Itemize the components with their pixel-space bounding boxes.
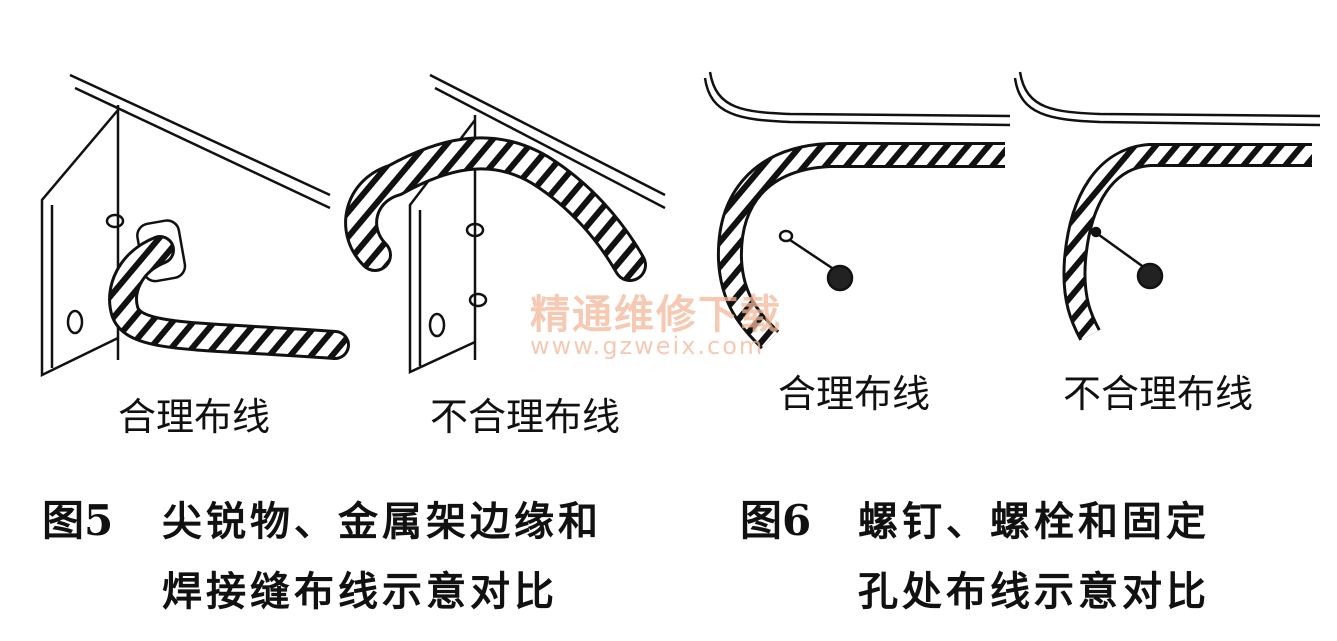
fig6-right-label: 不合理布线 [1063,372,1254,416]
fig5-caption-line1: 尖锐物、金属架边缘和 [162,499,602,545]
fig6-left-label: 合理布线 [778,372,931,416]
watermark-url: www.gzweix.com [530,332,765,360]
fig6-left-screw [778,229,854,292]
fig5-caption-line2: 焊接缝布线示意对比 [162,569,558,615]
fig6-caption-line2: 孔处布线示意对比 [858,569,1210,615]
fig5-left-bracket [40,73,331,377]
fig5-right-label: 不合理布线 [430,395,621,439]
fig6-right-screw [1090,226,1164,290]
fig6-caption-line1: 螺钉、螺栓和固定 [858,499,1210,545]
fig6-number: 图6 [740,496,812,545]
watermark-text: 精通维修下载 [530,292,782,338]
fig5-left-label: 合理布线 [118,395,271,439]
fig5-number: 图5 [42,496,114,545]
fig6-left-panel [703,71,1011,127]
fig6-right-panel [1013,71,1321,127]
